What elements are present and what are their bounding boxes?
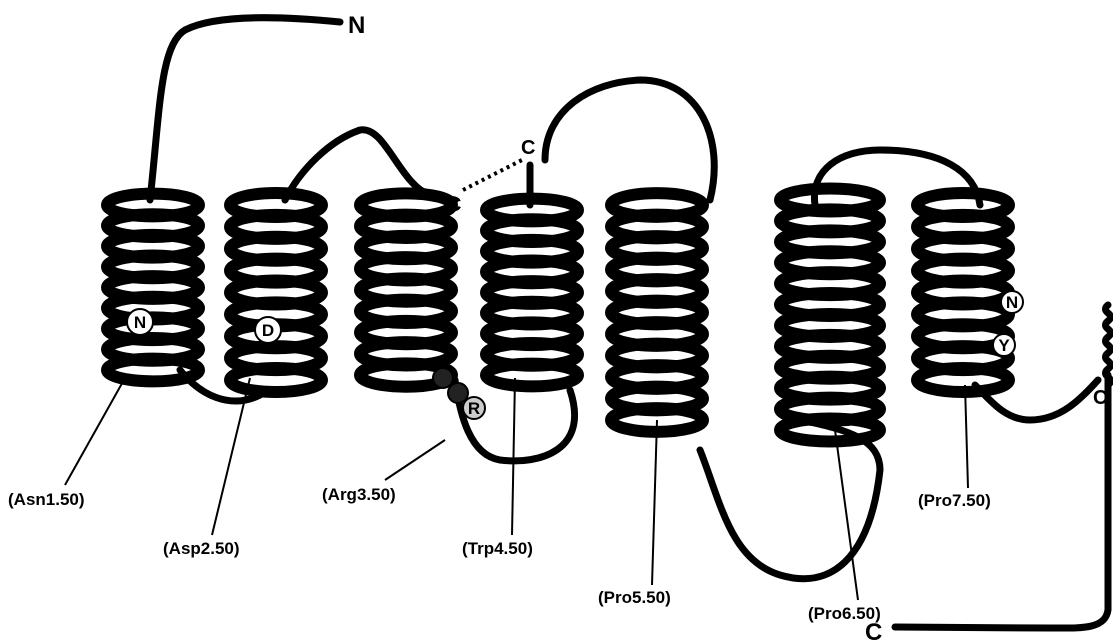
residue-asp-text: D xyxy=(262,321,274,340)
helix-tm6 xyxy=(780,189,880,442)
leader-pro5 xyxy=(652,420,657,585)
residue-asn-text: N xyxy=(134,313,146,332)
label-asn1-50: (Asn1.50) xyxy=(8,490,85,509)
palmitoyl-cysteine-label: C xyxy=(1093,387,1107,409)
label-arg3-50: (Arg3.50) xyxy=(322,485,396,504)
helix-turn xyxy=(486,364,578,387)
residue-asn-marker: N xyxy=(127,309,153,335)
label-pro6-50: (Pro6.50) xyxy=(808,604,881,623)
leader-trp xyxy=(512,378,515,535)
helix-tm3 xyxy=(360,193,452,386)
npxxy-n-text: N xyxy=(1006,293,1018,312)
residue-asp-marker: D xyxy=(255,317,281,343)
ecl2-to-tm5-loop xyxy=(545,80,714,200)
label-pro7-50: (Pro7.50) xyxy=(918,491,991,510)
helix-tm2 xyxy=(230,193,322,392)
cysteine-label-tm3: C xyxy=(447,194,461,216)
helix-tm7 xyxy=(917,193,1009,392)
label-trp4-50: (Trp4.50) xyxy=(462,539,533,558)
leader-pro7 xyxy=(965,385,968,488)
label-pro5-50: (Pro5.50) xyxy=(598,588,671,607)
disulfide-bond xyxy=(463,160,522,190)
helix-turn xyxy=(917,368,1009,392)
cysteine-label-ecl2: C xyxy=(521,137,535,159)
n-terminal-tail xyxy=(150,18,340,200)
label-asp2-50: (Asp2.50) xyxy=(163,539,240,558)
helix-tm1 xyxy=(107,194,199,382)
leader-asn xyxy=(65,378,125,485)
leader-pro6 xyxy=(835,430,858,600)
dry-r-text: R xyxy=(468,399,480,418)
helix-tm5 xyxy=(611,193,703,432)
leader-arg xyxy=(385,440,445,480)
npxxy-y-text: Y xyxy=(998,336,1010,355)
n-terminus-label: N xyxy=(348,12,365,39)
helix-turn xyxy=(230,368,322,392)
helix-tm4 xyxy=(486,199,578,387)
